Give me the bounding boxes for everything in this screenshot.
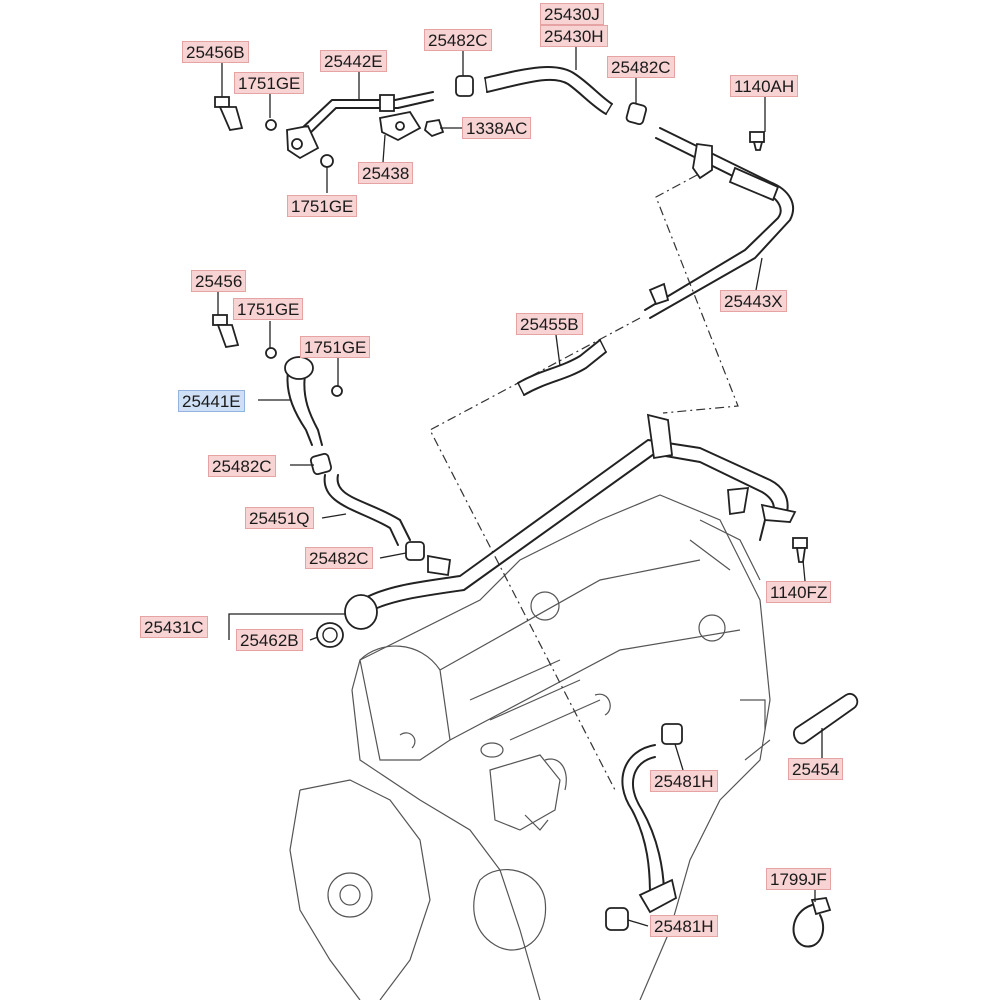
part-label-25456[interactable]: 25456 bbox=[191, 270, 247, 292]
part-label-25482C[interactable]: 25482C bbox=[305, 547, 373, 569]
part-label-25442E[interactable]: 25442E bbox=[320, 50, 387, 72]
hose-25451Q bbox=[323, 474, 452, 577]
hose-25430 bbox=[484, 66, 648, 125]
reference-lines bbox=[429, 174, 739, 791]
part-label-25438[interactable]: 25438 bbox=[358, 162, 414, 184]
part-label-25451Q[interactable]: 25451Q bbox=[245, 507, 314, 529]
part-label-1751GE[interactable]: 1751GE bbox=[233, 298, 304, 320]
part-label-1338AC[interactable]: 1338AC bbox=[462, 117, 532, 139]
part-label-1140FZ[interactable]: 1140FZ bbox=[766, 581, 832, 603]
part-label-25431C[interactable]: 25431C bbox=[140, 616, 208, 638]
part-label-25430H[interactable]: 25430H bbox=[540, 25, 608, 47]
part-label-25482C[interactable]: 25482C bbox=[607, 56, 675, 78]
leader-lines bbox=[217, 47, 823, 927]
part-label-25454[interactable]: 25454 bbox=[788, 758, 844, 780]
part-label-25430J[interactable]: 25430J bbox=[540, 3, 604, 25]
hose-25455B bbox=[517, 339, 607, 396]
hose-25454 bbox=[793, 692, 859, 745]
part-label-25441E-selected[interactable]: 25441E bbox=[178, 390, 245, 412]
part-label-1799JF[interactable]: 1799JF bbox=[766, 868, 831, 890]
part-label-25456B[interactable]: 25456B bbox=[182, 41, 249, 63]
part-label-25443X[interactable]: 25443X bbox=[720, 290, 787, 312]
pipe-25431C bbox=[316, 413, 808, 648]
part-label-25455B[interactable]: 25455B bbox=[516, 313, 583, 335]
part-label-25482C[interactable]: 25482C bbox=[424, 29, 492, 51]
engine-block bbox=[289, 494, 771, 1000]
pipe-25441E bbox=[212, 314, 343, 476]
part-label-25481H[interactable]: 25481H bbox=[650, 915, 718, 937]
part-label-1751GE[interactable]: 1751GE bbox=[234, 72, 305, 94]
clip-1799JF bbox=[792, 897, 832, 948]
pipe-25443X bbox=[644, 127, 795, 319]
hose-25481H bbox=[605, 723, 683, 931]
part-label-25482C[interactable]: 25482C bbox=[208, 455, 276, 477]
part-label-1751GE[interactable]: 1751GE bbox=[300, 336, 371, 358]
part-label-25481H[interactable]: 25481H bbox=[650, 770, 718, 792]
part-label-1751GE[interactable]: 1751GE bbox=[287, 195, 358, 217]
part-label-25462B[interactable]: 25462B bbox=[236, 629, 303, 651]
pipe-25442E bbox=[214, 75, 474, 168]
part-label-1140AH[interactable]: 1140AH bbox=[730, 75, 799, 97]
